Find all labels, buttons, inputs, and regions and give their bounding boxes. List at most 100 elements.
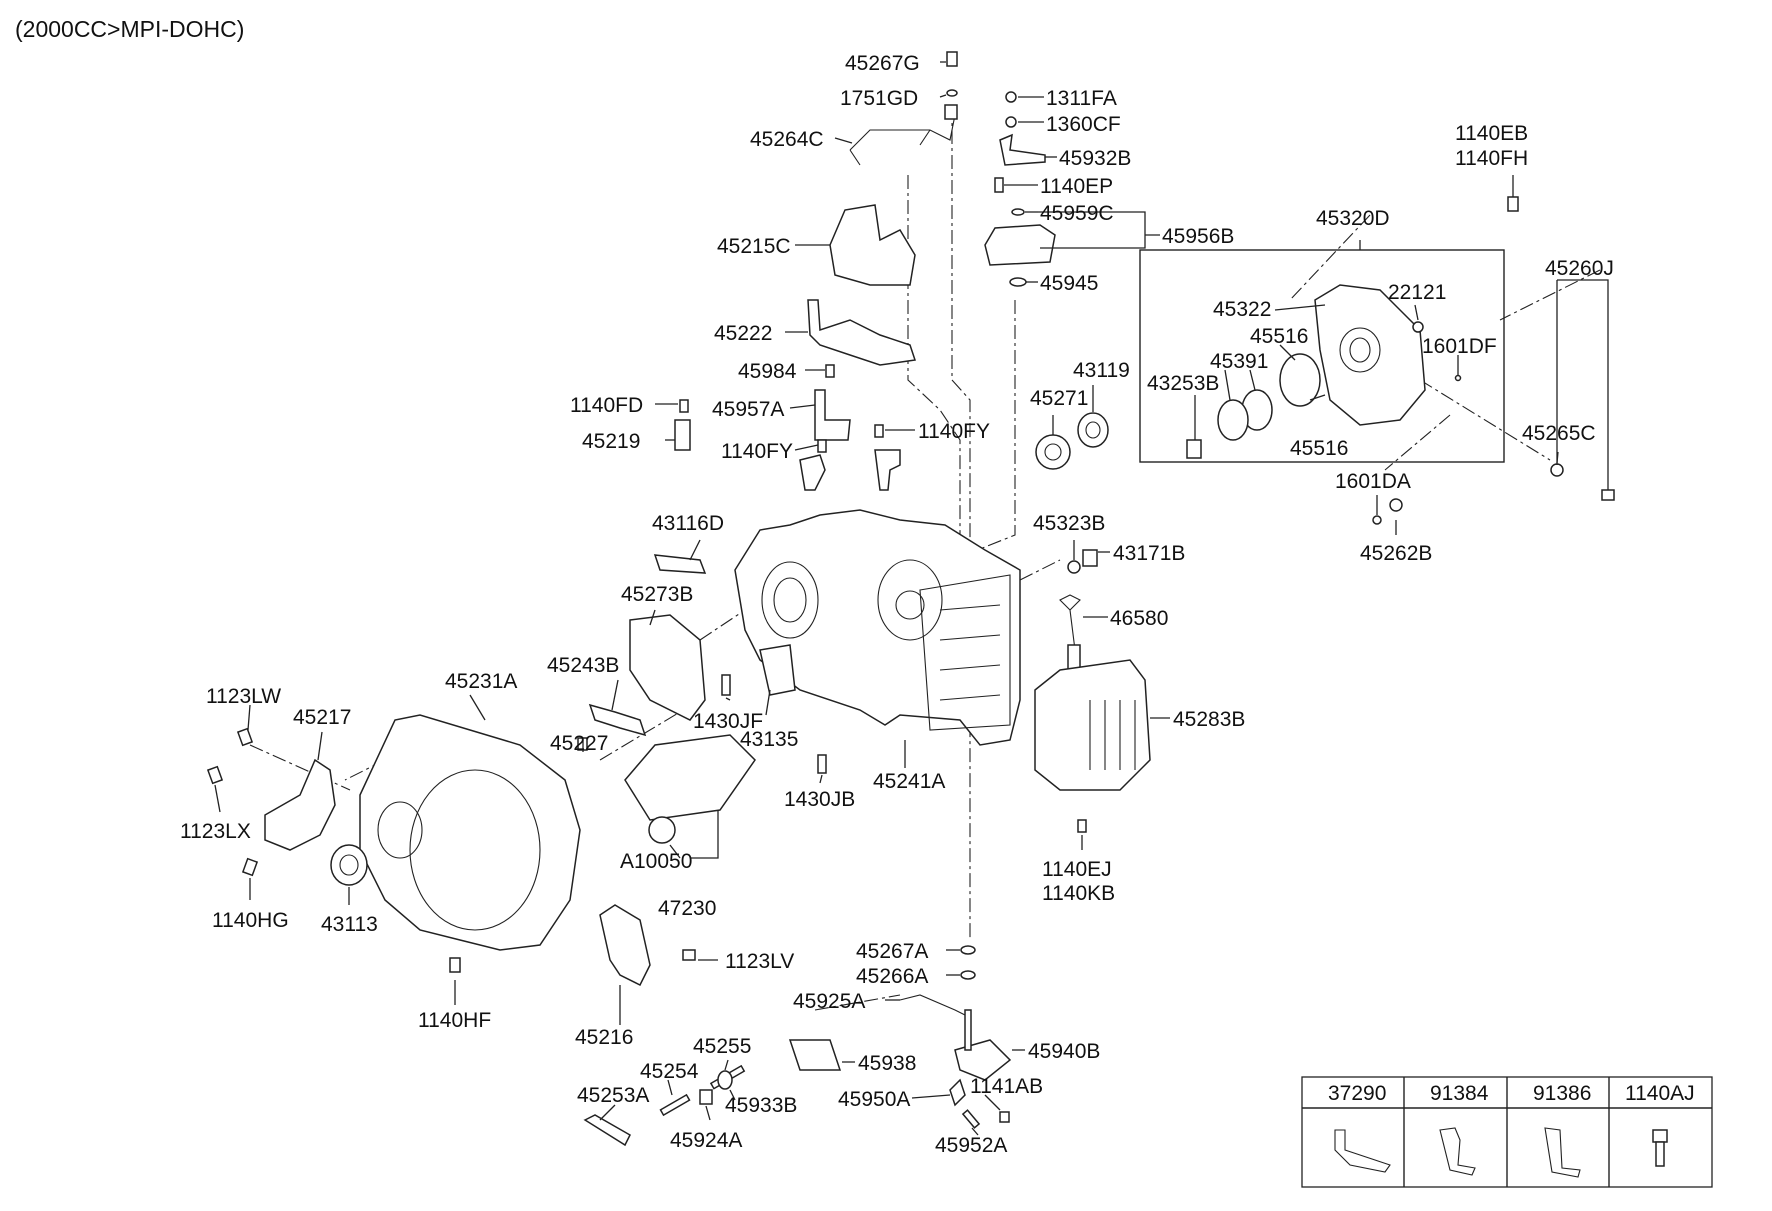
- bolt-45984-icon: [825, 364, 835, 378]
- legend-91384-icon: [1439, 1127, 1476, 1176]
- bracket-45216-icon: [599, 904, 651, 987]
- callout-45516-b: 45516: [1290, 437, 1348, 460]
- callout-45273B: 45273B: [621, 583, 693, 606]
- dipstick-46580-icon: [1059, 594, 1081, 651]
- bracket-45938-icon: [788, 1039, 842, 1071]
- bolt-1123LV-icon: [682, 949, 696, 961]
- callout-45267G: 45267G: [845, 52, 920, 75]
- bolt-1140FD-icon: [679, 399, 689, 413]
- plug-45260J-icon: [1601, 489, 1615, 501]
- callout-45264C: 45264C: [750, 128, 824, 151]
- oil-pan-ribs: [1089, 700, 1136, 770]
- callout-45957A: 45957A: [712, 398, 784, 421]
- callout-45215C: 45215C: [717, 235, 791, 258]
- gear-43171B-icon: [1082, 549, 1098, 567]
- callout-43253B: 43253B: [1147, 372, 1219, 395]
- washer-1751GD-icon: [946, 89, 958, 97]
- washer-1360CF-icon: [1005, 116, 1017, 128]
- callout-22121: 22121: [1388, 281, 1446, 304]
- bracket-45215C-icon: [829, 204, 916, 286]
- callout-47230: 47230: [658, 897, 716, 920]
- callout-45222: 45222: [714, 322, 772, 345]
- callout-43135: 43135: [740, 728, 798, 751]
- bracket-45217-icon: [264, 758, 336, 851]
- bolt-1123LW-icon: [236, 727, 254, 747]
- ring-45516-a-icon: [1279, 353, 1321, 407]
- clip-45219-icon: [674, 419, 691, 451]
- plate-45273B-icon: [629, 614, 706, 721]
- callout-45322: 45322: [1213, 298, 1271, 321]
- callout-1140FD: 1140FD: [570, 394, 643, 417]
- callout-45260J: 45260J: [1545, 257, 1614, 280]
- callout-45265C: 45265C: [1522, 422, 1596, 445]
- bolt-1140HG-icon: [241, 857, 259, 877]
- bolt-1140EB-icon: [1507, 196, 1519, 212]
- callout-45255: 45255: [693, 1035, 751, 1058]
- callout-1360CF: 1360CF: [1046, 113, 1121, 136]
- ring-45391-b-icon: [1217, 399, 1249, 441]
- diagram-title: (2000CC>MPI-DOHC): [15, 16, 244, 42]
- speed-sensor-b-icon: [874, 449, 901, 491]
- callout-45216: 45216: [575, 1026, 633, 1049]
- spring-45255-icon: [717, 1070, 733, 1090]
- callout-1141AB: 1141AB: [970, 1075, 1043, 1098]
- callout-1123LV: 1123LV: [725, 950, 794, 973]
- callout-1140FH: 1140FH: [1455, 147, 1528, 170]
- oring-45262B-icon: [1389, 498, 1403, 512]
- callout-1430JF: 1430JF: [693, 710, 763, 733]
- bracket-45253A-icon: [583, 1114, 631, 1147]
- callout-1123LW: 1123LW: [206, 685, 281, 708]
- shaft-45940B-icon: [964, 1009, 972, 1051]
- callout-45959C: 45959C: [1040, 202, 1114, 225]
- callout-45262B: 45262B: [1360, 542, 1432, 565]
- sensor-45957A-icon: [814, 389, 851, 441]
- legend-header-2: 91386: [1533, 1082, 1591, 1105]
- housing-bellmouth: [409, 769, 541, 931]
- cover-bore: [1349, 337, 1371, 363]
- seal-43113-bore: [339, 854, 359, 876]
- callout-45283B: 45283B: [1173, 708, 1245, 731]
- callout-43171B: 43171B: [1113, 542, 1185, 565]
- callout-45938: 45938: [858, 1052, 916, 1075]
- callout-45320D: 45320D: [1316, 207, 1390, 230]
- callout-45932B: 45932B: [1059, 147, 1131, 170]
- callout-45219: 45219: [582, 430, 640, 453]
- part-22121-icon: [1412, 321, 1424, 333]
- dowel-1430JB-icon: [817, 754, 827, 774]
- callout-45254: 45254: [640, 1060, 699, 1083]
- leader-lines: [214, 61, 1609, 1136]
- nut-1311FA-icon: [1005, 91, 1017, 103]
- legend-91386-icon: [1544, 1127, 1581, 1178]
- callout-1140EB: 1140EB: [1455, 122, 1528, 145]
- oring-45959C-icon: [1011, 208, 1025, 216]
- legend-header-0: 37290: [1328, 1082, 1386, 1105]
- cover-boss: [1339, 327, 1381, 373]
- callout-45266A: 45266A: [856, 965, 928, 988]
- part-1601DA-icon: [1372, 515, 1382, 525]
- seal-45271-bore: [1044, 443, 1062, 461]
- callout-45984: 45984: [738, 360, 797, 383]
- bolt-1140EP-icon: [994, 177, 1004, 193]
- callout-45323B: 45323B: [1033, 512, 1105, 535]
- washer-45266A-icon: [960, 970, 976, 980]
- callout-45391: 45391: [1210, 350, 1268, 373]
- case-bore-left-inner: [773, 577, 807, 623]
- part-shapes: [206, 51, 1615, 1147]
- bolt-1140EJ-icon: [1077, 819, 1087, 833]
- callout-45956B: 45956B: [1162, 225, 1234, 248]
- valve-body-face: [919, 574, 1011, 731]
- callout-45267A: 45267A: [856, 940, 928, 963]
- bracket-45222-icon: [807, 299, 916, 366]
- bolt-45267G-icon: [946, 51, 958, 67]
- rod-45925A-icon: [899, 994, 966, 1016]
- callout-1140FY-a: 1140FY: [918, 420, 990, 443]
- callout-43119: 43119: [1073, 359, 1130, 382]
- callout-1601DF: 1601DF: [1422, 335, 1497, 358]
- transaxle-case-45241A-icon: [734, 509, 1021, 746]
- washer-45267A-icon: [960, 945, 976, 955]
- callout-45227: 45227: [550, 732, 608, 755]
- callout-1123LX: 1123LX: [180, 820, 251, 843]
- bolt-1140HF-icon: [449, 957, 461, 973]
- housing-bore: [377, 801, 423, 859]
